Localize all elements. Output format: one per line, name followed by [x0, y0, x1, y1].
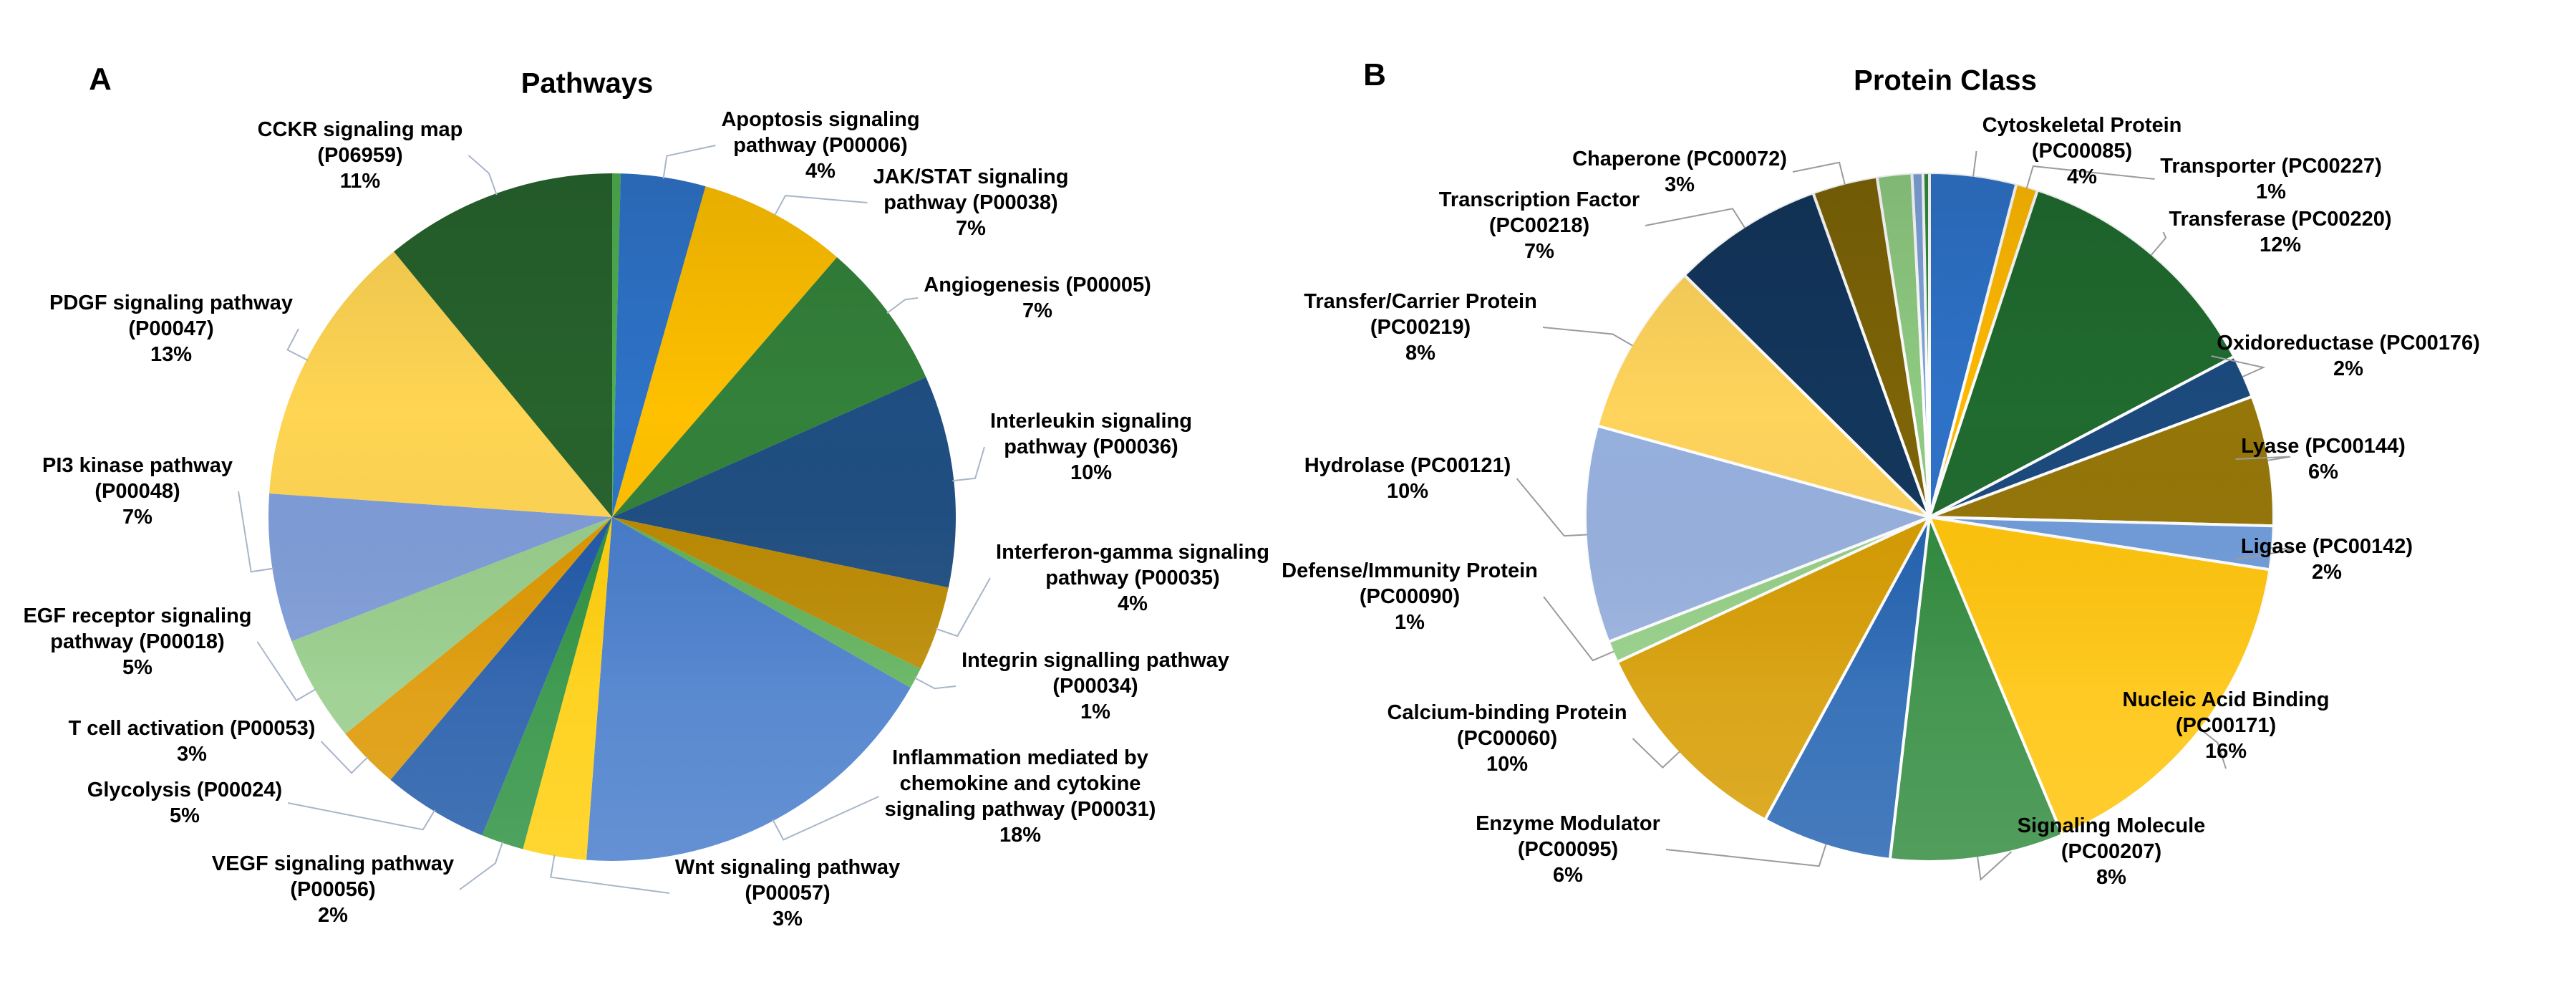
- leader-line-hydrolase-pc00121: [1516, 478, 1587, 537]
- leader-line-signaling-molecule-pc00207: [1977, 851, 2013, 882]
- leader-line-ligase-pc00142: [2234, 547, 2295, 560]
- leader-line-calcium-binding-protein-pc00060: [1632, 738, 1680, 769]
- protein-class-chart-title: Protein Class: [1854, 64, 2037, 97]
- leader-line-oxidoreductase-pc00176: [2211, 355, 2266, 378]
- pie-sheen-overlay: [1585, 173, 2274, 862]
- leader-line-transfer-carrier-protein-pc00219: [1542, 327, 1633, 347]
- leader-line-interferon-gamma-signaling-pathway-p0003: [935, 577, 991, 637]
- leader-line-cckr-signaling-map-p06959: [468, 155, 498, 196]
- leader-line-glycolysis-p00024: [287, 802, 436, 831]
- leader-line-pi3-kinase-pathway-p00048: [238, 491, 274, 573]
- protein-class-pie-chart: [1516, 150, 2295, 882]
- leader-line-transcription-factor-pc00218: [1645, 208, 1746, 228]
- leader-line-jak-stat-signaling-pathway-p00038: [773, 195, 868, 216]
- leader-line-transporter-pc00227: [2025, 165, 2155, 188]
- leader-line-chaperone-pc00072: [1792, 161, 1846, 186]
- leader-line-enzyme-modulator-pc00095: [1665, 844, 1827, 867]
- leader-line-lyase-pc00144: [2235, 456, 2291, 461]
- pie-sheen-overlay: [268, 173, 956, 861]
- leader-line-cytoskeletal-protein-pc00085: [1972, 150, 1977, 178]
- leader-line-integrin-signalling-pathway-p00034: [914, 677, 957, 690]
- panel-b: Cytoskeletal Protein(PC00085)4%Transport…: [1282, 0, 2576, 987]
- leader-line-interleukin-signaling-pathway-p00036: [952, 446, 985, 482]
- leader-line-pdgf-signaling-pathway-p00047: [286, 328, 309, 361]
- pathways-chart-title: Pathways: [520, 67, 654, 100]
- leader-line-angiogenesis-p00005: [886, 297, 919, 314]
- leader-line-nucleic-acid-binding-pc00171: [2199, 728, 2227, 769]
- pathways-pie-chart: [238, 145, 991, 894]
- leader-line-egf-receptor-signaling-pathway-p00018: [256, 641, 317, 702]
- leader-line-wnt-signaling-pathway-p00057: [550, 854, 670, 894]
- panel-letter-b: B: [1363, 57, 1386, 92]
- leader-line-defense-immunity-protein-pc00090: [1543, 596, 1614, 662]
- panel-letter-a: A: [89, 62, 112, 97]
- leader-line-vegf-signaling-pathway-p00056: [459, 841, 504, 890]
- leader-line-transferase-pc00220: [2150, 231, 2167, 256]
- leader-line-inflammation-mediated-by-chemokine-and-c: [772, 796, 879, 841]
- leader-line-apoptosis-signaling-pathway-p00006: [662, 145, 716, 179]
- leader-line-t-cell-activation-p00053: [320, 741, 369, 774]
